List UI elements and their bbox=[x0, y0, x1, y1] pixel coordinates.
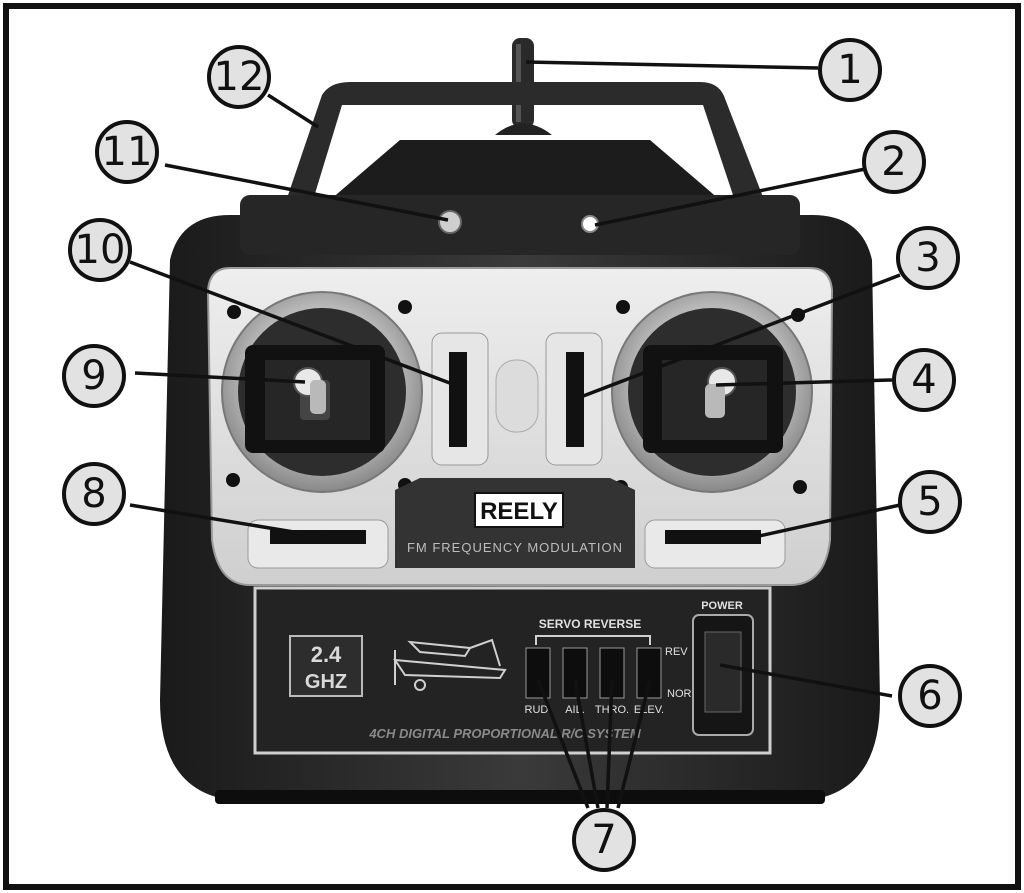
callout-12: 12 bbox=[207, 45, 271, 109]
callout-9: 9 bbox=[62, 344, 126, 408]
carry-handle bbox=[283, 82, 768, 210]
leader-lines bbox=[129, 60, 901, 809]
callout-8: 8 bbox=[62, 462, 126, 526]
channel-label-rud: RUD. bbox=[525, 704, 552, 716]
right-vertical-trim bbox=[545, 332, 603, 466]
callout-2: 2 bbox=[862, 130, 926, 194]
callout-10: 10 bbox=[68, 218, 132, 282]
led-left bbox=[438, 210, 462, 234]
power-label: POWER bbox=[701, 600, 743, 612]
right-stick-gimbal bbox=[611, 291, 813, 493]
rev-label: REV bbox=[665, 646, 688, 658]
freq-bottom: GHZ bbox=[305, 671, 347, 693]
lower-panel: 2.4 GHZ SERVO REVERSE REV NOR RUD. AIL. bbox=[253, 586, 772, 755]
center-lens bbox=[495, 359, 539, 433]
callout-5: 5 bbox=[898, 470, 962, 534]
servo-reverse-label: SERVO REVERSE bbox=[539, 617, 641, 631]
base-strip bbox=[215, 790, 825, 804]
callout-11: 11 bbox=[95, 120, 159, 184]
modulation-label: FM FREQUENCY MODULATION bbox=[407, 540, 623, 555]
callout-6: 6 bbox=[898, 664, 962, 728]
top-hump bbox=[330, 140, 720, 200]
brand-logo: REELY bbox=[480, 498, 558, 525]
freq-top: 2.4 bbox=[311, 642, 342, 667]
left-vertical-trim bbox=[431, 332, 489, 466]
callout-7: 7 bbox=[572, 808, 636, 872]
channel-label-elev: ELEV. bbox=[634, 704, 664, 716]
right-horizontal-trim bbox=[644, 519, 786, 569]
nor-label: NOR bbox=[667, 688, 692, 700]
system-label: 4CH DIGITAL PROPORTIONAL R/C SYSTEM bbox=[368, 726, 642, 741]
callout-1: 1 bbox=[818, 38, 882, 102]
airplane-graphic bbox=[393, 638, 507, 691]
callout-4: 4 bbox=[892, 348, 956, 412]
left-stick-gimbal bbox=[221, 291, 423, 493]
callout-3: 3 bbox=[896, 226, 960, 290]
